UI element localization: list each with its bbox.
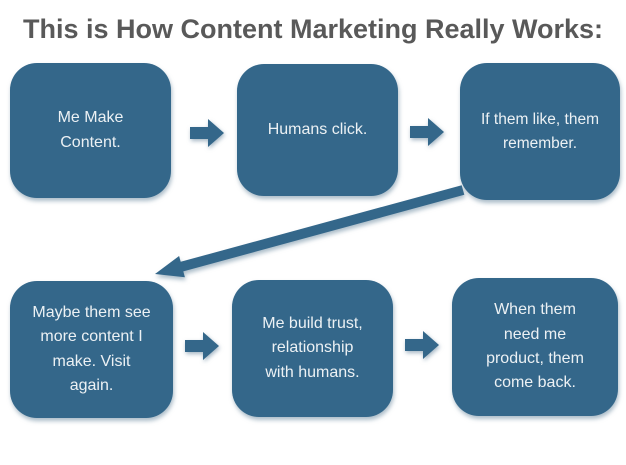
flow-step-box-2: Humans click. xyxy=(237,64,398,196)
arrow-right-icon xyxy=(410,118,444,146)
arrow-right-icon xyxy=(190,119,224,147)
page-title: This is How Content Marketing Really Wor… xyxy=(22,14,604,44)
flow-step-box-6: When them need me product, them come bac… xyxy=(452,278,618,416)
flow-step-box-4: Maybe them see more content I make. Visi… xyxy=(10,281,173,418)
arrow-right-icon xyxy=(185,332,219,360)
flow-step-box-5: Me build trust, relationship with humans… xyxy=(232,280,393,417)
arrow-right-icon xyxy=(405,331,439,359)
flow-step-box-1: Me Make Content. xyxy=(10,63,171,198)
flow-step-box-3: If them like, them remember. xyxy=(460,63,620,200)
